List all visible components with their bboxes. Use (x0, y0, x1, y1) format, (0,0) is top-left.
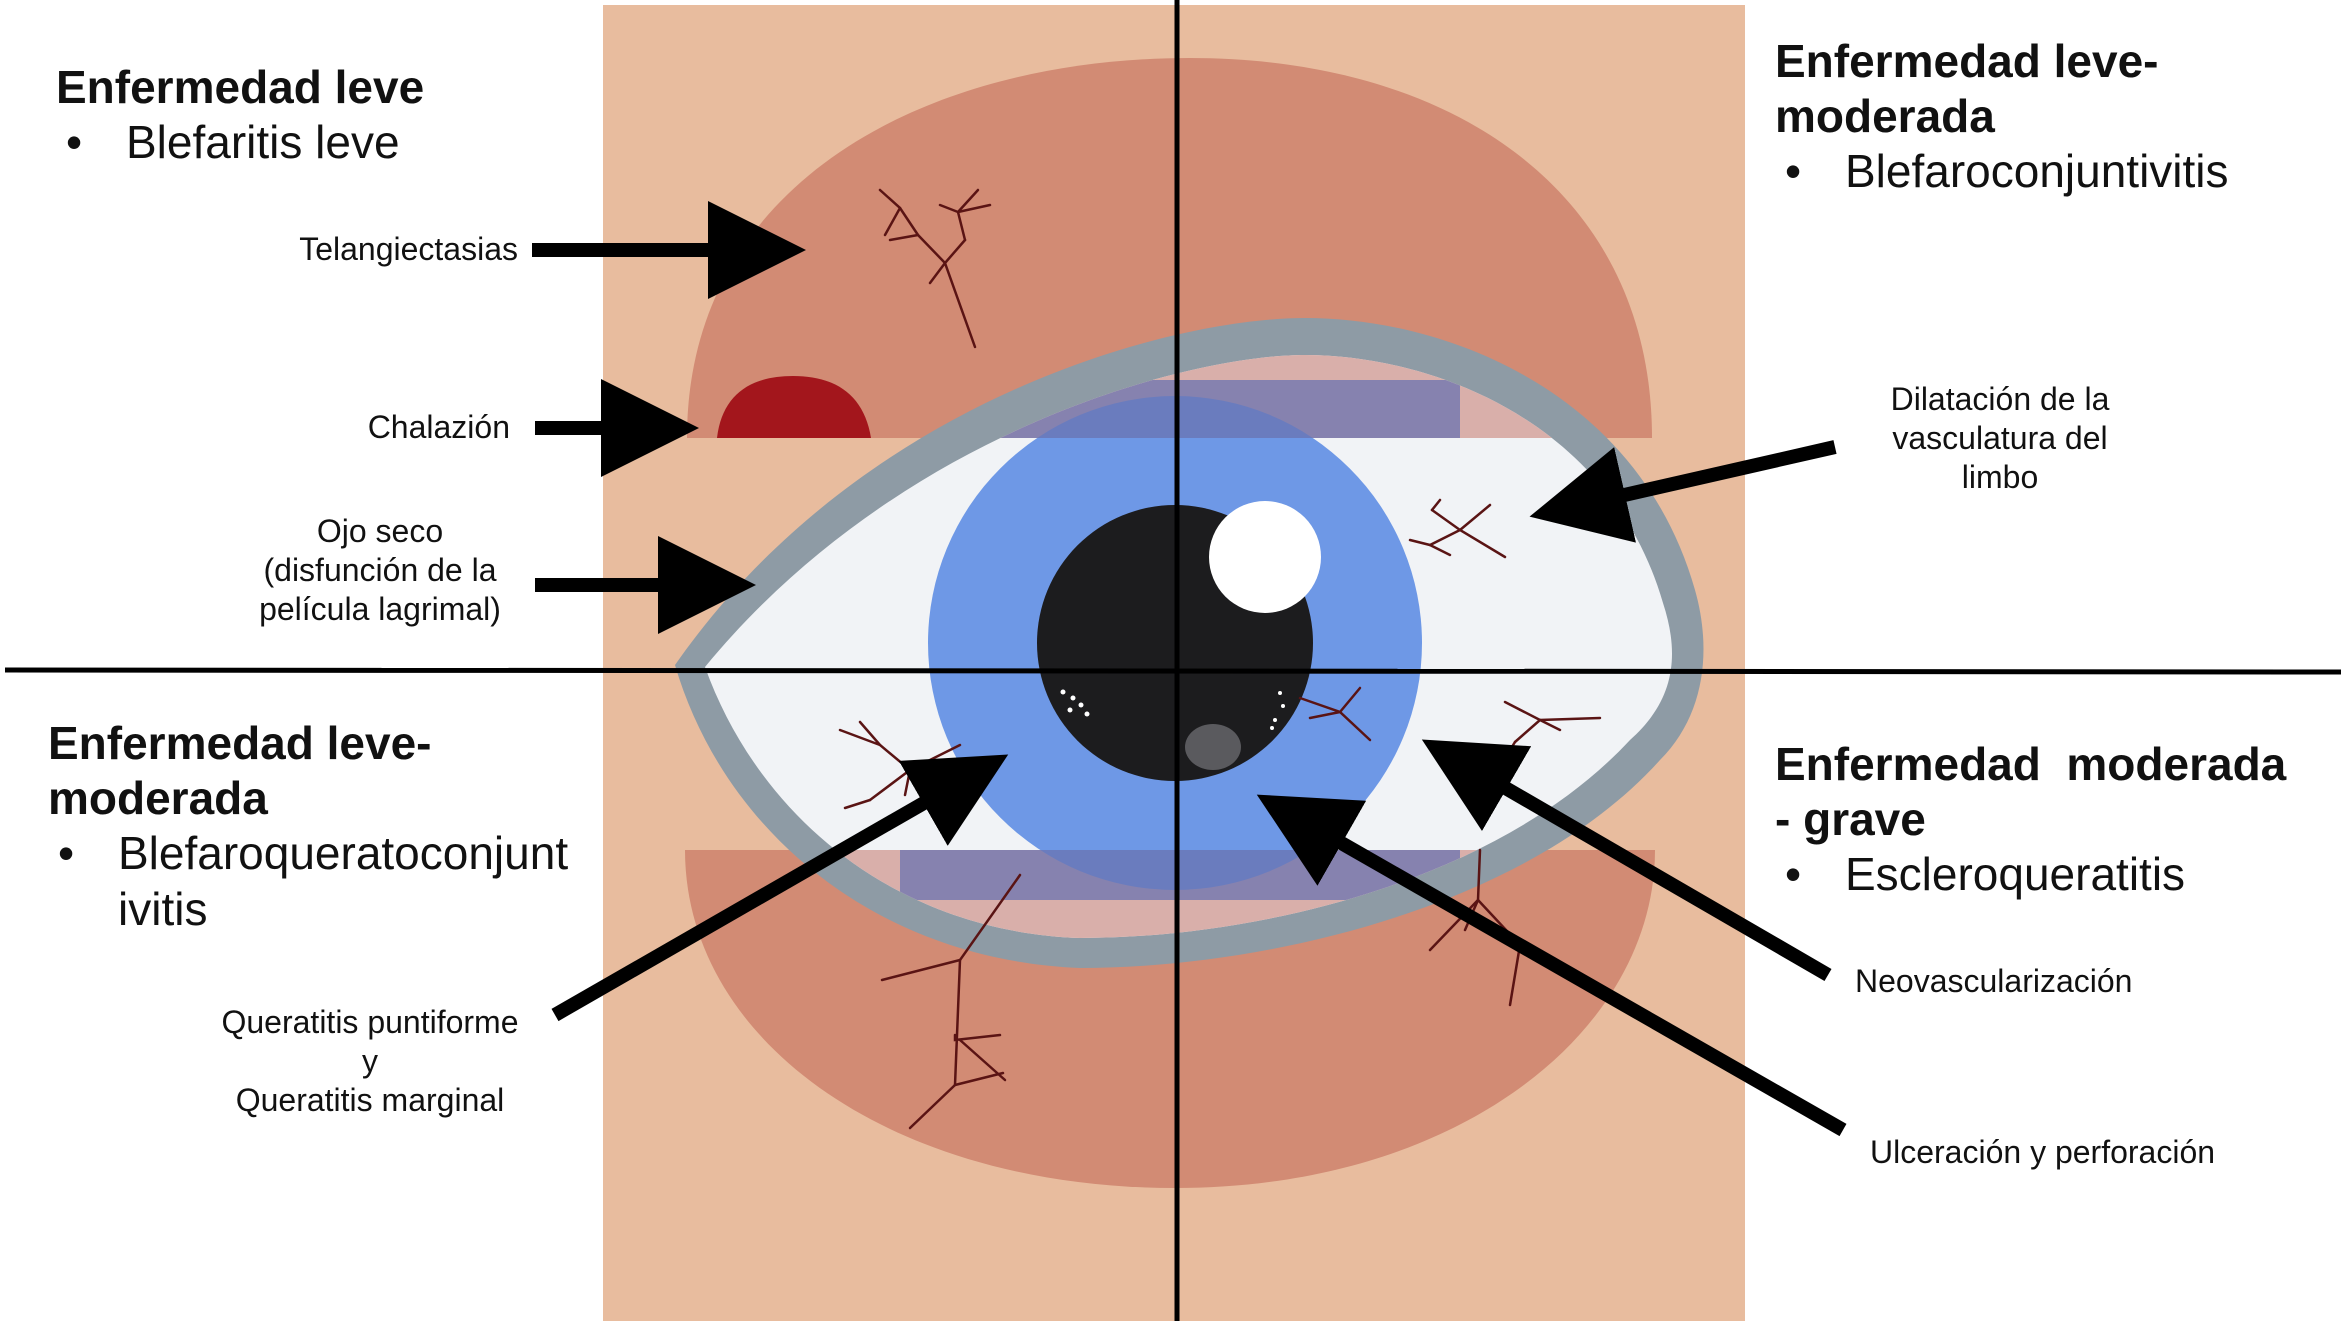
quadrant-title: Enfermedad moderada (1775, 738, 2287, 790)
item-text: Escleroqueratitis (1845, 848, 2186, 901)
callout-line: y (362, 1043, 378, 1080)
quadrant-item: • Blefaroconjuntivitis (1775, 144, 2229, 199)
item-text: Blefaritis leve (126, 116, 400, 169)
quadrant-top-right: Enfermedad leve- moderada • Blefaroconju… (1775, 34, 2229, 200)
blood-vessel-icon (878, 188, 992, 349)
arrow-icon (1529, 440, 1837, 543)
blood-vessel-icon (1408, 498, 1507, 559)
callout-queratitis: Queratitis puntiforme y Queratitis margi… (195, 1003, 545, 1120)
arrow-icon (1421, 739, 1832, 982)
bullet: • (1785, 848, 1802, 901)
chalazion-bump-icon (717, 376, 871, 438)
bullet: • (58, 827, 75, 880)
callout-line: limbo (1961, 459, 2039, 496)
quadrant-item-cont: ivitis (48, 882, 568, 937)
arrow-icon (551, 754, 1009, 1022)
callout-neovascularizacion: Neovascularización (1855, 963, 2133, 999)
item-text-cont: ivitis (118, 882, 208, 935)
bullet: • (1785, 145, 1802, 198)
callout-line: Queratitis marginal (235, 1082, 505, 1119)
callout-ojo-seco: Ojo seco (disfunción de la película lagr… (230, 512, 530, 629)
blood-vessel-icon (880, 873, 1022, 1130)
callout-line: película lagrimal) (259, 591, 501, 628)
quadrant-item: • Blefaritis leve (56, 115, 424, 170)
quadrant-title-cont: moderada (48, 772, 268, 825)
callout-line: Queratitis puntiforme (221, 1004, 519, 1040)
item-text: Blefaroqueratoconjunt (118, 827, 569, 880)
quadrant-title: Enfermedad leve (56, 61, 425, 113)
quadrant-title: Enfermedad leve- (1775, 35, 2159, 87)
quadrant-bottom-left: Enfermedad leve- moderada • Blefaroquera… (48, 716, 568, 937)
callout-chalazion: Chalazión (367, 409, 510, 445)
callout-line: vasculatura del (1892, 420, 2108, 457)
callout-telangiectasias: Telangiectasias (299, 231, 518, 267)
bullet: • (66, 116, 83, 169)
callout-line: (disfunción de la (263, 552, 497, 589)
callout-dilatacion: Dilatación de la vasculatura del limbo (1850, 380, 2150, 497)
quadrant-bottom-right: Enfermedad moderada - grave • Escleroque… (1775, 737, 2286, 903)
quadrant-title-cont: moderada (1775, 90, 1995, 143)
quadrant-title: Enfermedad leve- (48, 717, 432, 769)
punctate-keratitis-dots (1060, 689, 1285, 730)
blood-vessel-icon (1298, 686, 1372, 742)
quadrant-top-left: Enfermedad leve • Blefaritis leve (56, 60, 424, 170)
quadrant-item: • Blefaroqueratoconjunt (48, 826, 568, 881)
horizontal-divider (4, 667, 2341, 675)
light-reflection (1209, 501, 1321, 613)
callout-line: Ojo seco (316, 513, 444, 549)
item-text: Blefaroconjuntivitis (1845, 145, 2229, 198)
quadrant-item: • Escleroqueratitis (1775, 847, 2286, 902)
arrow-icon (1256, 794, 1847, 1137)
callout-ulceracion: Ulceración y perforación (1870, 1134, 2216, 1170)
pupil-opacity (1185, 724, 1241, 770)
callout-line: Dilatación de la (1890, 381, 2110, 417)
quadrant-title-cont: - grave (1775, 793, 1926, 846)
